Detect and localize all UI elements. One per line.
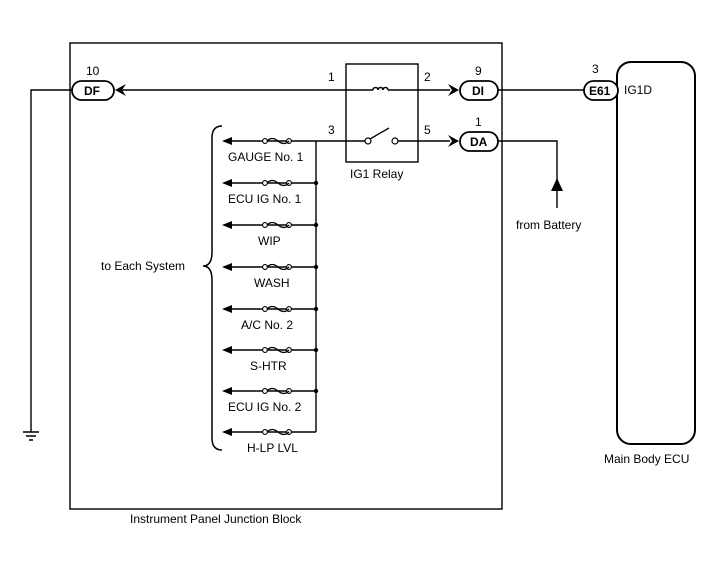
battery-label: from Battery bbox=[516, 218, 581, 232]
relay-pin-3: 3 bbox=[328, 123, 335, 137]
relay-coil-icon bbox=[372, 86, 389, 91]
fuse-row-s-htr: S-HTR bbox=[222, 346, 319, 373]
fuse-label: ECU IG No. 2 bbox=[228, 400, 302, 414]
fuse-row-ecu-ig-2: ECU IG No. 2 bbox=[222, 387, 319, 414]
junction-block-label: Instrument Panel Junction Block bbox=[130, 512, 302, 526]
junction-block-outline bbox=[69, 42, 503, 510]
battery-arrow-icon bbox=[551, 178, 563, 191]
fuse-icon bbox=[262, 387, 292, 395]
df-pin-number: 10 bbox=[86, 64, 100, 78]
di-label: DI bbox=[472, 84, 484, 98]
ground-icon bbox=[23, 431, 39, 441]
fuse-row-wash: WASH bbox=[222, 263, 319, 290]
ig1-relay-label: IG1 Relay bbox=[350, 167, 403, 181]
relay-switch-icon bbox=[364, 127, 399, 145]
fuse-icon bbox=[262, 221, 292, 229]
e61-pin-number: 3 bbox=[592, 62, 599, 76]
arrow-to-df-icon bbox=[115, 84, 126, 96]
da-label: DA bbox=[470, 135, 488, 149]
arrow-to-da-icon bbox=[448, 135, 459, 147]
fuse-icon bbox=[262, 179, 292, 187]
ground-wire bbox=[30, 89, 72, 432]
fuse-icon bbox=[262, 305, 292, 313]
fuse-row-ecu-ig-1: ECU IG No. 1 bbox=[222, 179, 319, 206]
arrow-to-di-icon bbox=[448, 84, 459, 96]
e61-label: E61 bbox=[589, 84, 611, 98]
fuse-label: S-HTR bbox=[250, 359, 287, 373]
fuse-icon bbox=[262, 428, 292, 436]
fuse-label: A/C No. 2 bbox=[241, 318, 293, 332]
fuse-label: ECU IG No. 1 bbox=[228, 192, 302, 206]
ecu-terminal-label: IG1D bbox=[624, 83, 652, 97]
main-body-ecu-box bbox=[616, 61, 696, 445]
relay-pin-1: 1 bbox=[328, 70, 335, 84]
fuse-label: WASH bbox=[254, 276, 290, 290]
ig1-relay-box bbox=[345, 63, 419, 163]
fuse-label: GAUGE No. 1 bbox=[228, 150, 304, 164]
fuse-row-wip: WIP bbox=[222, 221, 319, 248]
fuse-row-h-lp-lvl: H-LP LVL bbox=[222, 428, 316, 455]
fuse-icon bbox=[262, 346, 292, 354]
fuse-row-ac-2: A/C No. 2 bbox=[222, 305, 319, 332]
systems-brace bbox=[202, 125, 223, 451]
di-pin-number: 9 bbox=[475, 64, 482, 78]
ecu-label: Main Body ECU bbox=[604, 452, 689, 466]
systems-label: to Each System bbox=[101, 259, 185, 273]
fuse-label: H-LP LVL bbox=[247, 441, 298, 455]
fuse-icon bbox=[262, 137, 292, 145]
relay-pin-2: 2 bbox=[424, 70, 431, 84]
e61-connector bbox=[583, 80, 619, 101]
fuse-label: WIP bbox=[258, 234, 281, 248]
da-pin-number: 1 bbox=[475, 115, 482, 129]
df-label: DF bbox=[84, 84, 100, 98]
fuse-icon bbox=[262, 263, 292, 271]
relay-pin-5: 5 bbox=[424, 123, 431, 137]
battery-wire bbox=[498, 140, 558, 208]
fuse-row-gauge: GAUGE No. 1 bbox=[222, 137, 316, 164]
